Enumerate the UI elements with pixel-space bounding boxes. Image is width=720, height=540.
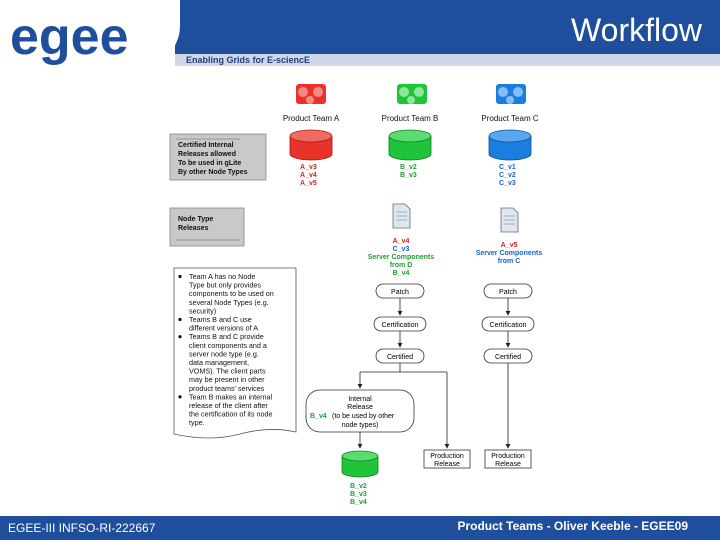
version-label: B_v4 xyxy=(350,499,367,506)
version-label: C_v2 xyxy=(499,172,516,179)
team-c-icon xyxy=(496,84,526,104)
version-label: B_v2 xyxy=(350,483,367,490)
slide-title: Workflow xyxy=(571,12,702,48)
server-c-line: from C xyxy=(498,258,521,265)
certified-label: Certified xyxy=(387,354,413,361)
bullet-text: Teams B and C use xyxy=(189,315,252,324)
bullet-text: server node type (e.g. xyxy=(189,349,259,358)
bullet-text: may be present in other xyxy=(189,375,265,384)
team-b-repository-icon xyxy=(388,129,432,161)
internal-release-note: node types) xyxy=(342,422,379,429)
server-d-line: B_v4 xyxy=(393,270,410,277)
logo-area: egee xyxy=(0,0,180,66)
bullet-text: type. xyxy=(189,418,205,427)
tagline-band xyxy=(175,54,720,66)
production-release-box-b: Production Release xyxy=(423,449,471,469)
flow-column-b: Patch Certification Certified xyxy=(373,283,427,364)
production-release-line: Production xyxy=(491,453,525,460)
document-icon xyxy=(392,203,411,229)
version-label: B_v3 xyxy=(400,172,417,179)
server-d-line: Server Components xyxy=(368,254,435,261)
version-label: C_v1 xyxy=(499,164,516,171)
legend2-line: Node Type xyxy=(178,216,213,223)
bullet-text: Teams B and C provide xyxy=(189,332,264,341)
title-band xyxy=(175,0,720,54)
bullet-text: VOMS). The client parts xyxy=(189,367,266,376)
footer-bar xyxy=(0,516,720,540)
internal-release-box: Internal Release B_v4 (to be used by oth… xyxy=(305,389,415,433)
bullet-text: Team A has no Node xyxy=(189,272,255,281)
version-label: A_v4 xyxy=(300,172,317,179)
legend1-line: By other Node Types xyxy=(178,169,248,176)
bullet-text: release of the client after xyxy=(189,401,268,410)
patch-label: Patch xyxy=(391,289,409,296)
team-b-label: Product Team B xyxy=(382,114,439,123)
bullet-dot xyxy=(178,317,182,322)
bullet-text: the certification of its node xyxy=(189,410,273,419)
bullet-text: several Node Types (e.g. xyxy=(189,298,269,307)
bullet-text: security) xyxy=(189,306,216,315)
team-a-repository-icon xyxy=(289,129,333,161)
certification-label: Certification xyxy=(382,322,419,329)
workflow-diagram: Product Team A Product Team B Product Te… xyxy=(169,84,543,506)
legend2-line: Releases xyxy=(178,225,208,232)
version-label: B_v3 xyxy=(350,491,367,498)
legend1-line: Certified Internal xyxy=(178,142,234,149)
bullet-dot xyxy=(178,395,182,399)
bullet-dot xyxy=(178,274,182,279)
server-d-line: C_v3 xyxy=(393,246,410,253)
team-a-icon xyxy=(296,84,326,104)
bullet-text: Type but only provides xyxy=(189,281,261,290)
notes-box xyxy=(173,267,297,439)
logo-text: egee xyxy=(10,8,129,66)
team-a-label: Product Team A xyxy=(283,114,340,123)
legend-node-type-releases: Node Type Releases xyxy=(169,207,245,247)
footer-presentation-title: Product Teams - Oliver Keeble - EGEE09 xyxy=(457,519,688,533)
patch-label: Patch xyxy=(499,289,517,296)
internal-release-version: B_v4 xyxy=(310,413,327,420)
version-label: C_v3 xyxy=(499,180,516,187)
server-d-line: A_v4 xyxy=(393,238,410,245)
internal-release-note: (to be used by other xyxy=(332,413,395,420)
tagline: Enabling Grids for E-sciencE xyxy=(186,55,311,65)
production-release-line: Release xyxy=(434,461,460,468)
internal-release-line: Internal xyxy=(348,396,372,403)
server-c-line: A_v5 xyxy=(501,242,518,249)
bullet-text: Team B makes an internal xyxy=(189,392,272,401)
legend1-line: Releases allowed xyxy=(178,151,236,158)
team-c-repository-icon xyxy=(488,129,532,161)
team-c-label: Product Team C xyxy=(481,114,538,123)
server-d-line: from D xyxy=(390,262,413,269)
bullet-text: components to be used on xyxy=(189,289,274,298)
footer-project-id: EGEE-III INFSO-RI-222667 xyxy=(8,521,156,535)
version-label: A_v5 xyxy=(300,180,317,187)
bullet-text: data management, xyxy=(189,358,249,367)
certified-label: Certified xyxy=(495,354,521,361)
team-b-icon xyxy=(397,84,427,104)
legend-certified-internal: Certified Internal Releases allowed To b… xyxy=(169,133,267,181)
flow-column-c: Patch Certification Certified xyxy=(481,283,535,364)
production-release-line: Release xyxy=(495,461,521,468)
legend1-line: To be used in gLite xyxy=(178,160,241,167)
version-label: B_v2 xyxy=(400,164,417,171)
bullet-dot xyxy=(178,335,182,339)
bullet-text: different versions of A xyxy=(189,324,258,333)
egee-logo-icon: egee xyxy=(10,8,129,66)
certification-label: Certification xyxy=(490,322,527,329)
bullet-text: client components and a xyxy=(189,341,267,350)
internal-release-line: Release xyxy=(347,404,373,411)
team-b-final-repository-icon xyxy=(341,450,379,478)
server-c-line: Server Components xyxy=(476,250,543,257)
bullet-text: product teams' services xyxy=(189,384,265,393)
document-icon xyxy=(500,207,519,233)
production-release-box-c: Production Release xyxy=(484,449,532,469)
version-label: A_v3 xyxy=(300,164,317,171)
production-release-line: Production xyxy=(430,453,464,460)
